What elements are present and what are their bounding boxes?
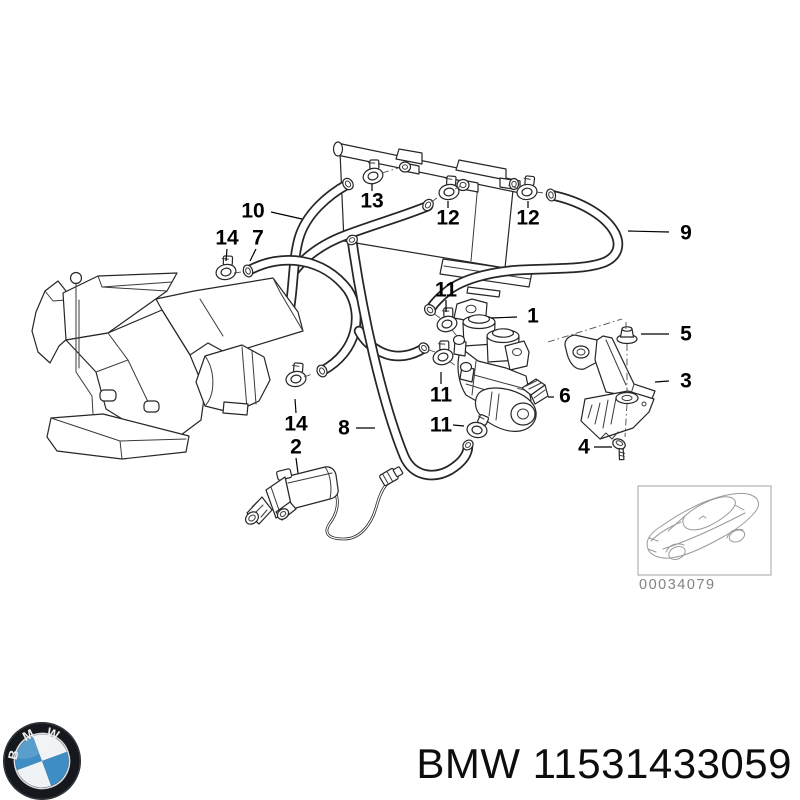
vehicle-sketch bbox=[646, 492, 759, 560]
callout-leader-line bbox=[249, 248, 257, 262]
hose-9 bbox=[423, 188, 624, 317]
pump-connector bbox=[379, 466, 404, 487]
callout-number-5: 5 bbox=[680, 323, 692, 346]
callout-leader-line bbox=[490, 316, 518, 319]
thumbnail-frame bbox=[637, 485, 772, 576]
callout-number-7: 7 bbox=[252, 227, 264, 250]
engine-illustration bbox=[31, 271, 304, 460]
callout-leader-line bbox=[627, 230, 670, 233]
callout-number-8: 8 bbox=[338, 417, 350, 440]
clamp-14a bbox=[212, 253, 238, 283]
callout-leader-line bbox=[225, 248, 228, 262]
callout-number-13: 13 bbox=[360, 190, 383, 213]
vehicle-thumbnail: 00034079 bbox=[637, 485, 772, 593]
callout-leader-line bbox=[270, 211, 303, 220]
brand-text: BMW bbox=[416, 740, 521, 787]
callout-number-11: 11 bbox=[430, 384, 453, 407]
callout-leader-line bbox=[452, 424, 465, 427]
callout-number-3: 3 bbox=[680, 370, 692, 393]
construction-lines bbox=[233, 167, 628, 438]
screw-part-4 bbox=[612, 438, 626, 461]
callout-number-9: 9 bbox=[680, 222, 692, 245]
aux-water-pump-part-2 bbox=[244, 466, 404, 541]
logo-quadrants bbox=[13, 732, 71, 790]
valve-assembly-part-1 bbox=[452, 298, 537, 432]
callout-number-11: 11 bbox=[430, 414, 453, 437]
callout-number-12: 12 bbox=[436, 207, 459, 230]
hose-stub bbox=[353, 325, 430, 362]
thumbnail-code: 00034079 bbox=[639, 577, 716, 593]
retainer-part-6 bbox=[521, 378, 549, 405]
callout-number-14: 14 bbox=[284, 413, 308, 436]
callout-number-11: 11 bbox=[435, 279, 458, 302]
callout-leader-line bbox=[654, 380, 670, 383]
callout-number-10: 10 bbox=[241, 200, 264, 223]
mounting-bracket-part-3 bbox=[564, 334, 656, 440]
hose-10 bbox=[282, 177, 354, 324]
logo-letter-B: B bbox=[5, 749, 22, 761]
clamp-11c bbox=[465, 411, 491, 440]
hose-7 bbox=[242, 255, 362, 378]
callout-number-1: 1 bbox=[527, 305, 539, 328]
callout-number-6: 6 bbox=[559, 385, 571, 408]
clamp-14b bbox=[282, 360, 308, 389]
callout-number-12: 12 bbox=[516, 207, 539, 230]
part-number-value: 11531433059 bbox=[532, 740, 792, 787]
callout-leader-line bbox=[294, 398, 297, 414]
callout-number-4: 4 bbox=[578, 436, 590, 459]
grommet-part-5 bbox=[616, 326, 638, 345]
part-number-text: BMW 11531433059 bbox=[416, 740, 792, 788]
hose-to-engine bbox=[289, 198, 434, 276]
hoses-illustration bbox=[242, 177, 624, 481]
callout-number-14: 14 bbox=[215, 227, 239, 250]
callout-number-2: 2 bbox=[290, 436, 302, 459]
hose-8 bbox=[346, 234, 474, 481]
callout-leader-line bbox=[295, 457, 299, 474]
